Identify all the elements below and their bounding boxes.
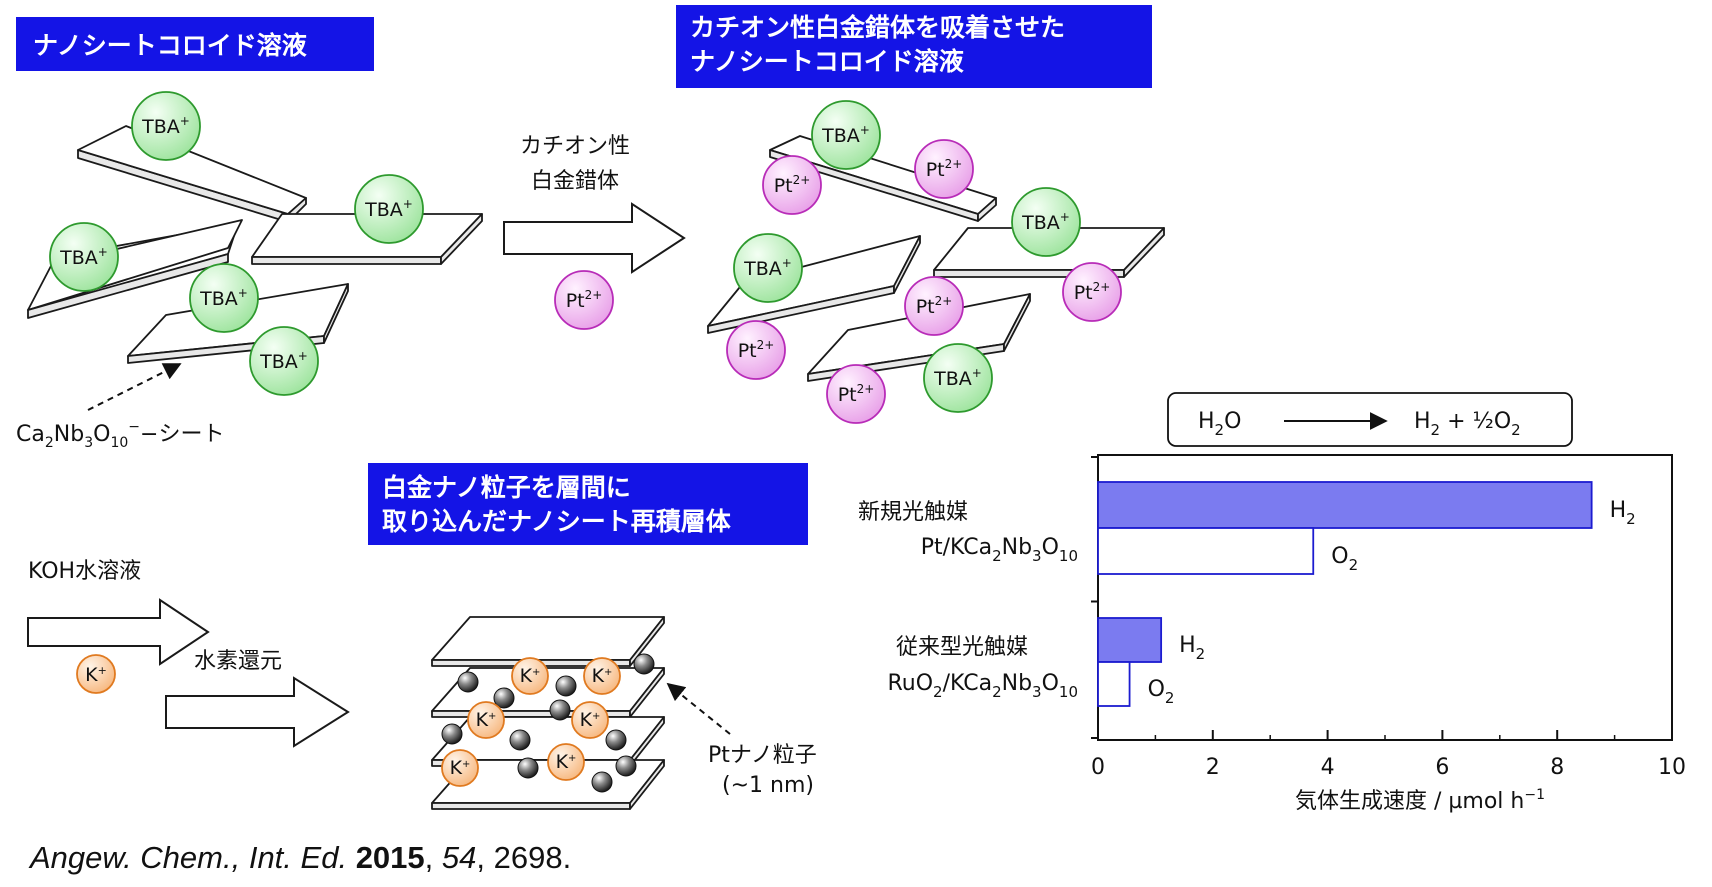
pt-ion: Pt2+ (904, 276, 964, 336)
reaction-equation: H2O H2 + ½O2 (1167, 392, 1573, 447)
activity-bar-chart: 新規光触媒 Pt/KCa2Nb3O10 従来型光触媒 RuO2/KCa2Nb3O… (858, 454, 1686, 814)
banner-restacked-line2: 取り込んだナノシート再積層体 (382, 507, 732, 536)
category-label-line1: 従来型光触媒 (896, 635, 1028, 660)
k-ion: K+ (76, 654, 116, 694)
svg-text:K+: K+ (450, 757, 471, 779)
pt-particle-label-line1: Ptナノ粒子 (708, 743, 817, 768)
x-tick-label: 4 (1321, 755, 1335, 780)
tba-ion: TBA+ (1011, 187, 1081, 257)
svg-text:TBA+: TBA+ (199, 286, 248, 310)
tba-ion: TBA+ (131, 91, 201, 161)
reaction-left: H2O (1198, 409, 1241, 439)
tba-ion: TBA+ (189, 263, 259, 333)
x-axis-label: 気体生成速度 / µmol h−1 (1295, 787, 1545, 814)
bar-series-label: O2 (1331, 544, 1358, 574)
svg-text:TBA+: TBA+ (364, 197, 413, 221)
svg-text:Pt2+: Pt2+ (838, 382, 875, 406)
step1-label-line2: 白金錯体 (531, 169, 619, 194)
step3-arrow (165, 676, 350, 748)
sheet-label: Ca2Nb3O10−−シート (16, 419, 224, 451)
svg-text:K+: K+ (85, 664, 107, 686)
bar-series-label: H2 (1610, 498, 1636, 528)
svg-text:TBA+: TBA+ (259, 349, 308, 373)
x-tick-label: 2 (1206, 755, 1220, 780)
svg-text:TBA+: TBA+ (141, 114, 190, 138)
banner-colloid-text: ナノシートコロイド溶液 (33, 31, 307, 60)
svg-text:TBA+: TBA+ (1021, 210, 1070, 234)
svg-text:K+: K+ (556, 751, 577, 773)
citation: Angew. Chem., Int. Ed. 2015, 54, 2698. (28, 840, 571, 875)
svg-text:Pt2+: Pt2+ (926, 157, 963, 181)
bar-series-label: O2 (1148, 677, 1175, 707)
bar-o2 (1097, 527, 1315, 575)
k-ion: K+ (571, 701, 609, 739)
svg-text:K+: K+ (592, 665, 613, 687)
step3-label: 水素還元 (194, 649, 282, 674)
k-ion: K+ (511, 657, 549, 695)
sheet-pointer-arrow (87, 363, 182, 411)
banner-adsorbed-line1: カチオン性白金錯体を吸着させた (690, 13, 1065, 42)
svg-text:TBA+: TBA+ (933, 366, 982, 390)
pt-ion: Pt2+ (1062, 262, 1122, 322)
svg-text:K+: K+ (520, 665, 541, 687)
banner-adsorbed-line2: ナノシートコロイド溶液 (690, 47, 964, 76)
category-label-line2: RuO2/KCa2Nb3O10 (887, 671, 1078, 701)
tba-ion: TBA+ (923, 343, 993, 413)
pt-particle-pointer-arrow (666, 682, 731, 735)
svg-text:Pt2+: Pt2+ (566, 288, 603, 312)
tba-ion: TBA+ (733, 233, 803, 303)
category-label-line2: Pt/KCa2Nb3O10 (921, 535, 1078, 565)
pt-ion: Pt2+ (826, 364, 886, 424)
tba-ion: TBA+ (249, 326, 319, 396)
pt-nanoparticles (441, 653, 655, 793)
pt-ion: Pt2+ (914, 139, 974, 199)
svg-text:TBA+: TBA+ (59, 245, 108, 269)
bar-h2 (1097, 617, 1163, 663)
svg-text:TBA+: TBA+ (821, 123, 870, 147)
banner-restacked-line1: 白金ナノ粒子を層間に (382, 473, 631, 502)
x-tick-label: 6 (1435, 755, 1449, 780)
svg-text:Pt2+: Pt2+ (774, 173, 811, 197)
step2-label: KOH水溶液 (28, 559, 141, 584)
k-ion: K+ (583, 657, 621, 695)
banner-adsorbed: カチオン性白金錯体を吸着させた ナノシートコロイド溶液 (676, 5, 1152, 88)
x-tick-label: 10 (1658, 755, 1686, 780)
pt-particle-label-line2: (~1 nm) (722, 773, 814, 798)
tba-ion: TBA+ (811, 100, 881, 170)
k-ion: K+ (547, 743, 585, 781)
reaction-right: H2 + ½O2 (1414, 409, 1521, 439)
k-ion: K+ (441, 749, 479, 787)
svg-text:Pt2+: Pt2+ (916, 294, 953, 318)
svg-text:Pt2+: Pt2+ (1074, 280, 1111, 304)
pt-ion: Pt2+ (762, 155, 822, 215)
bar-series-label: H2 (1179, 633, 1205, 663)
step1-label-line1: カチオン性 (520, 134, 630, 159)
svg-text:K+: K+ (476, 709, 497, 731)
bar-h2 (1097, 481, 1593, 529)
banner-restacked: 白金ナノ粒子を層間に 取り込んだナノシート再積層体 (368, 463, 808, 545)
banner-colloid: ナノシートコロイド溶液 (16, 17, 374, 71)
pt-ion: Pt2+ (726, 320, 786, 380)
pt-ion: Pt2+ (554, 270, 614, 330)
step1-arrow (503, 202, 686, 274)
k-ion: K+ (467, 701, 505, 739)
bar-o2 (1097, 661, 1131, 707)
tba-ion: TBA+ (354, 174, 424, 244)
x-tick-label: 8 (1550, 755, 1564, 780)
svg-text:K+: K+ (580, 709, 601, 731)
category-label-line1: 新規光触媒 (858, 500, 968, 525)
x-tick-label: 0 (1091, 755, 1105, 780)
step2-arrow (27, 598, 210, 666)
tba-ion: TBA+ (49, 222, 119, 292)
svg-text:TBA+: TBA+ (743, 256, 792, 280)
svg-text:Pt2+: Pt2+ (738, 338, 775, 362)
